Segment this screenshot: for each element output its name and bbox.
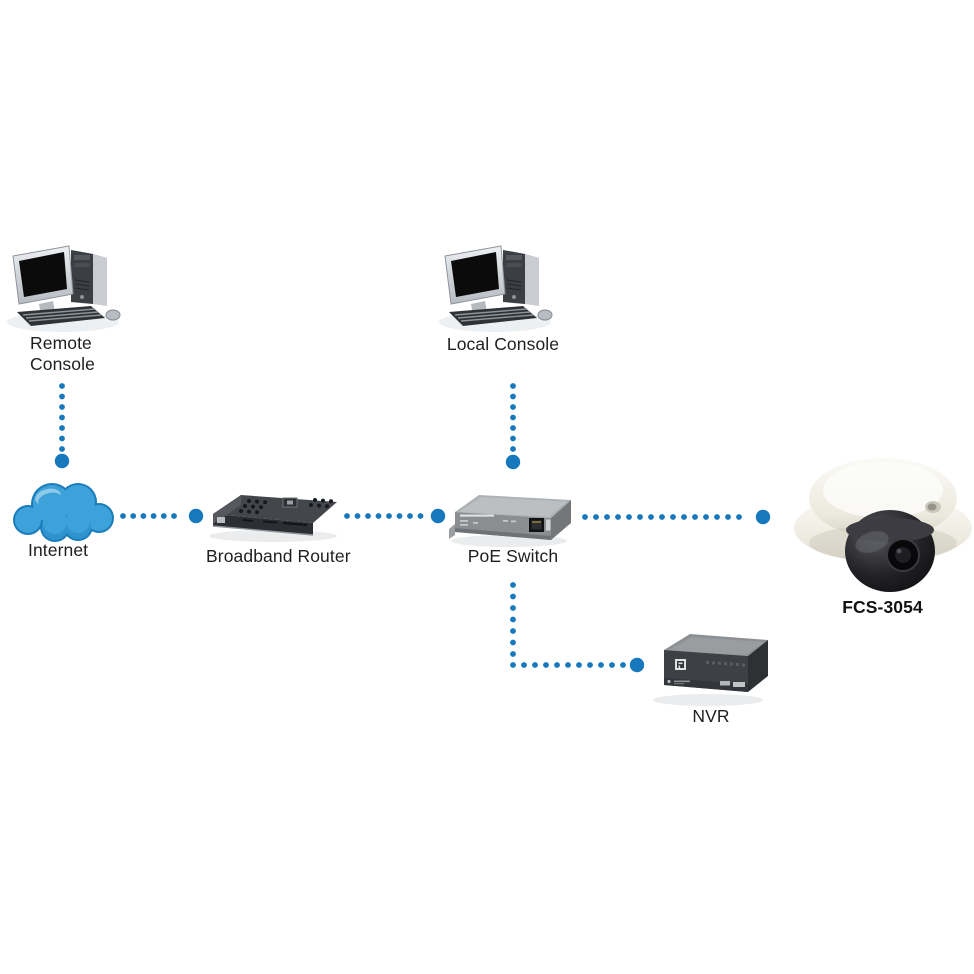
connection-internet-to-broadband-router — [120, 508, 204, 524]
camera-label: FCS-3054 — [842, 597, 923, 617]
connection-remote-console-to-internet — [54, 383, 70, 469]
internet-node — [10, 472, 116, 553]
connection-local-console-to-poe-switch — [505, 383, 521, 470]
internet-label: Internet — [28, 540, 89, 560]
remote-console-node — [5, 240, 127, 341]
local-console-node — [437, 240, 559, 341]
remote-console-label: Remote Console — [30, 333, 95, 375]
switch-icon — [449, 495, 571, 547]
connection-poe-switch-to-nvr — [510, 582, 645, 673]
computer-icon — [439, 245, 553, 332]
camera-node — [790, 450, 974, 603]
router-icon — [209, 495, 337, 542]
poe-switch-label: PoE Switch — [467, 546, 559, 566]
computer-icon — [7, 245, 121, 332]
connection-poe-switch-to-fcs-3054 — [582, 509, 771, 525]
broadband-router-node — [203, 487, 345, 548]
poe-switch-node — [447, 487, 579, 554]
nvr-icon — [653, 634, 768, 706]
nvr-node — [648, 628, 774, 715]
broadband-router-label: Broadband Router — [206, 546, 351, 566]
connection-broadband-router-to-poe-switch — [344, 508, 446, 524]
cloud-icon — [13, 483, 114, 542]
dome-camera-icon — [794, 458, 972, 592]
local-console-label: Local Console — [446, 334, 560, 354]
nvr-label: NVR — [692, 706, 730, 726]
